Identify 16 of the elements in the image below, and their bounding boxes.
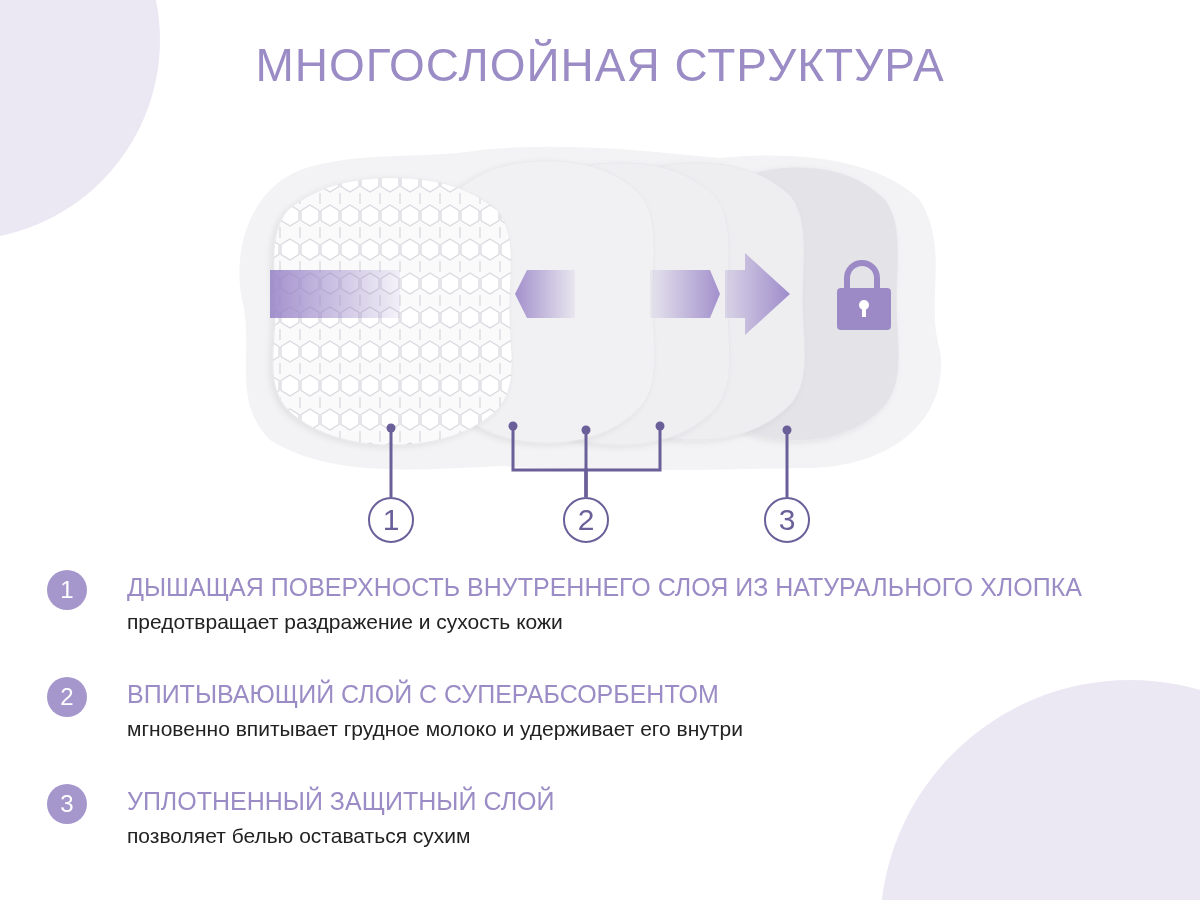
layer-heading: ДЫШАЩАЯ ПОВЕРХНОСТЬ ВНУТРЕННЕГО СЛОЯ ИЗ НАТУРАЛЬНОГО ХЛОПКА bbox=[127, 573, 1082, 602]
leader-line bbox=[782, 425, 792, 497]
layer-heading: ВПИТЫВАЮЩИЙ СЛОЙ С СУПЕРАБСОРБЕНТОМ bbox=[127, 680, 720, 709]
title: МНОГОСЛОЙНАЯ СТРУКТУРА bbox=[254, 38, 946, 92]
layer-description: предотвращает раздражение и сухость кожи bbox=[127, 610, 564, 634]
callout-number: 1 bbox=[368, 497, 414, 543]
leader-line bbox=[386, 423, 396, 497]
leader-line bbox=[584, 421, 665, 497]
callout-number: 2 bbox=[563, 497, 609, 543]
layer-description: позволяет белью оставаться сухим bbox=[127, 824, 472, 848]
callout-number: 3 bbox=[764, 497, 810, 543]
number-badge: 1 bbox=[47, 570, 87, 610]
number-badge: 3 bbox=[47, 784, 87, 824]
layer-description: мгновенно впитывает грудное молоко и удерживает его внутри bbox=[127, 717, 743, 741]
number-badge: 2 bbox=[47, 677, 87, 717]
layer-heading: УПЛОТНЕННЫЙ ЗАЩИТНЫЙ СЛОЙ bbox=[127, 787, 555, 816]
